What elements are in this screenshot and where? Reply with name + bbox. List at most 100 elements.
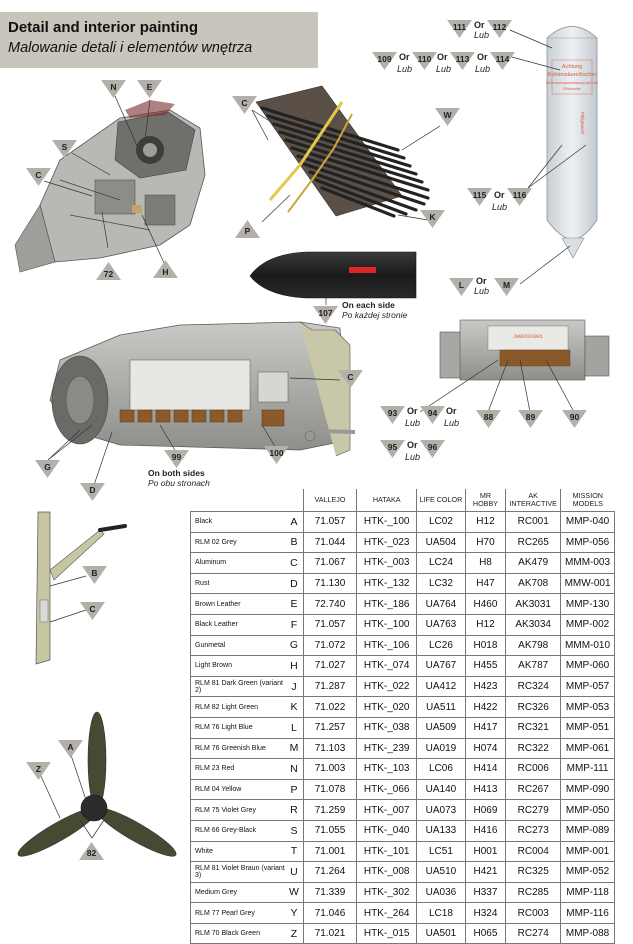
cell-life: UA504 xyxy=(416,531,466,554)
cell-mrhobby: H70 xyxy=(464,531,507,554)
column-header-life-color: LIFE COLOR xyxy=(416,489,466,512)
svg-text:H: H xyxy=(162,267,168,277)
cell-mission: MMM-003 xyxy=(560,552,615,574)
cell-code: F xyxy=(285,613,304,636)
cell-ak: RC273 xyxy=(505,819,562,842)
canister-text-2: Kohlensäurelöscher xyxy=(548,72,597,78)
cell-mrhobby: H421 xyxy=(464,861,507,883)
svg-text:M: M xyxy=(503,280,510,290)
cell-hataka: HTK-_038 xyxy=(356,716,418,739)
marker-c-cockpit: C xyxy=(26,168,51,186)
or-word: Or xyxy=(407,406,418,416)
cell-vallejo: 71.046 xyxy=(302,902,358,924)
cell-ak: RC006 xyxy=(505,758,562,780)
svg-text:72: 72 xyxy=(104,269,114,279)
cell-mission: MMM-010 xyxy=(560,634,615,657)
cell-name: White xyxy=(190,840,286,863)
column-header-mission-models: MISSION MODELS xyxy=(560,489,615,512)
marker-b: B xyxy=(82,566,107,584)
lub-word: Lub xyxy=(492,202,507,212)
cell-vallejo: 71.103 xyxy=(302,737,358,760)
cell-code: K xyxy=(285,696,304,718)
label-markers: N E S C 72 H C W P K 107 On each side Po… xyxy=(26,20,587,860)
or-word: Or xyxy=(477,52,488,62)
column-header-ak-interactive: AK INTERACTIVE xyxy=(505,489,561,512)
lub-word: Lub xyxy=(474,30,489,40)
cell-mission: MMP-040 xyxy=(560,511,615,533)
cell-mission: MMP-111 xyxy=(560,758,615,780)
svg-text:Z: Z xyxy=(36,764,41,774)
cell-code: R xyxy=(285,799,304,821)
cell-name: RLM 04 Yellow xyxy=(190,778,286,801)
marker-115: 115 xyxy=(467,188,492,206)
marker-c-engine: C xyxy=(338,370,363,388)
marker-k: K xyxy=(420,210,445,228)
svg-text:A: A xyxy=(67,742,73,752)
svg-text:89: 89 xyxy=(526,412,536,422)
marker-c-ammo: C xyxy=(232,96,257,114)
cell-code: D xyxy=(285,572,304,595)
cell-life: UA763 xyxy=(416,613,466,636)
marker-110: 110 xyxy=(412,52,437,70)
lub-word: Lub xyxy=(444,418,459,428)
cell-hataka: HTK-_264 xyxy=(356,902,418,924)
cell-name: RLM 76 Light Blue xyxy=(190,716,286,739)
or-word: Or xyxy=(494,190,505,200)
cell-code: Z xyxy=(285,922,304,944)
cell-life: UA509 xyxy=(416,716,466,739)
svg-text:C: C xyxy=(89,604,95,614)
cell-mission: MMP-052 xyxy=(560,861,615,883)
marker-c-strut: C xyxy=(80,602,105,620)
cell-ak: RC003 xyxy=(505,902,562,924)
cell-code: T xyxy=(285,840,304,863)
cell-code: U xyxy=(285,861,304,883)
cell-hataka: HTK-_022 xyxy=(356,675,418,698)
strut-illustration xyxy=(35,511,127,665)
cell-mission: MMP-088 xyxy=(560,922,615,944)
svg-text:88: 88 xyxy=(484,412,494,422)
marker-d: D xyxy=(80,483,105,501)
cell-mission: MMP-057 xyxy=(560,675,615,698)
cell-life: LC18 xyxy=(416,902,466,924)
cell-life: UA412 xyxy=(416,675,466,698)
svg-text:94: 94 xyxy=(428,408,438,418)
cell-vallejo: 71.055 xyxy=(302,819,358,842)
cell-vallejo: 71.001 xyxy=(302,840,358,863)
cell-ak: AK3034 xyxy=(505,613,562,636)
cell-life: LC32 xyxy=(416,572,466,595)
cell-life: LC26 xyxy=(416,634,466,657)
engine-stamp: JH06563001 xyxy=(513,334,543,340)
cell-mrhobby: H416 xyxy=(464,819,507,842)
cell-life: UA073 xyxy=(416,799,466,821)
cell-mrhobby: H413 xyxy=(464,778,507,801)
cell-vallejo: 71.130 xyxy=(302,572,358,595)
lub-word: Lub xyxy=(405,452,420,462)
cockpit-illustration xyxy=(14,95,206,273)
cell-name: Brown Leather xyxy=(190,593,286,615)
cell-hataka: HTK-_100 xyxy=(356,613,418,636)
cell-hataka: HTK-_186 xyxy=(356,593,418,615)
caption-both-sides-pl: Po obu stronach xyxy=(148,478,210,488)
marker-94: 94 xyxy=(420,406,445,424)
paint-chart-table: VALLEJO HATAKA LIFE COLOR MR HOBBY AK IN… xyxy=(190,489,615,944)
or-word: Or xyxy=(437,52,448,62)
svg-text:P: P xyxy=(245,226,251,236)
svg-text:113: 113 xyxy=(456,54,470,64)
cell-hataka: HTK-_020 xyxy=(356,696,418,718)
cell-mission: MMP-130 xyxy=(560,593,615,615)
svg-text:100: 100 xyxy=(269,448,283,458)
svg-text:C: C xyxy=(347,372,353,382)
canister-text-5: Füllgewicht xyxy=(580,112,585,135)
cell-code: Y xyxy=(285,902,304,924)
cell-life: LC51 xyxy=(416,840,466,863)
cell-ak: RC001 xyxy=(505,511,562,533)
cell-mrhobby: H069 xyxy=(464,799,507,821)
cell-mrhobby: H8 xyxy=(464,552,507,574)
